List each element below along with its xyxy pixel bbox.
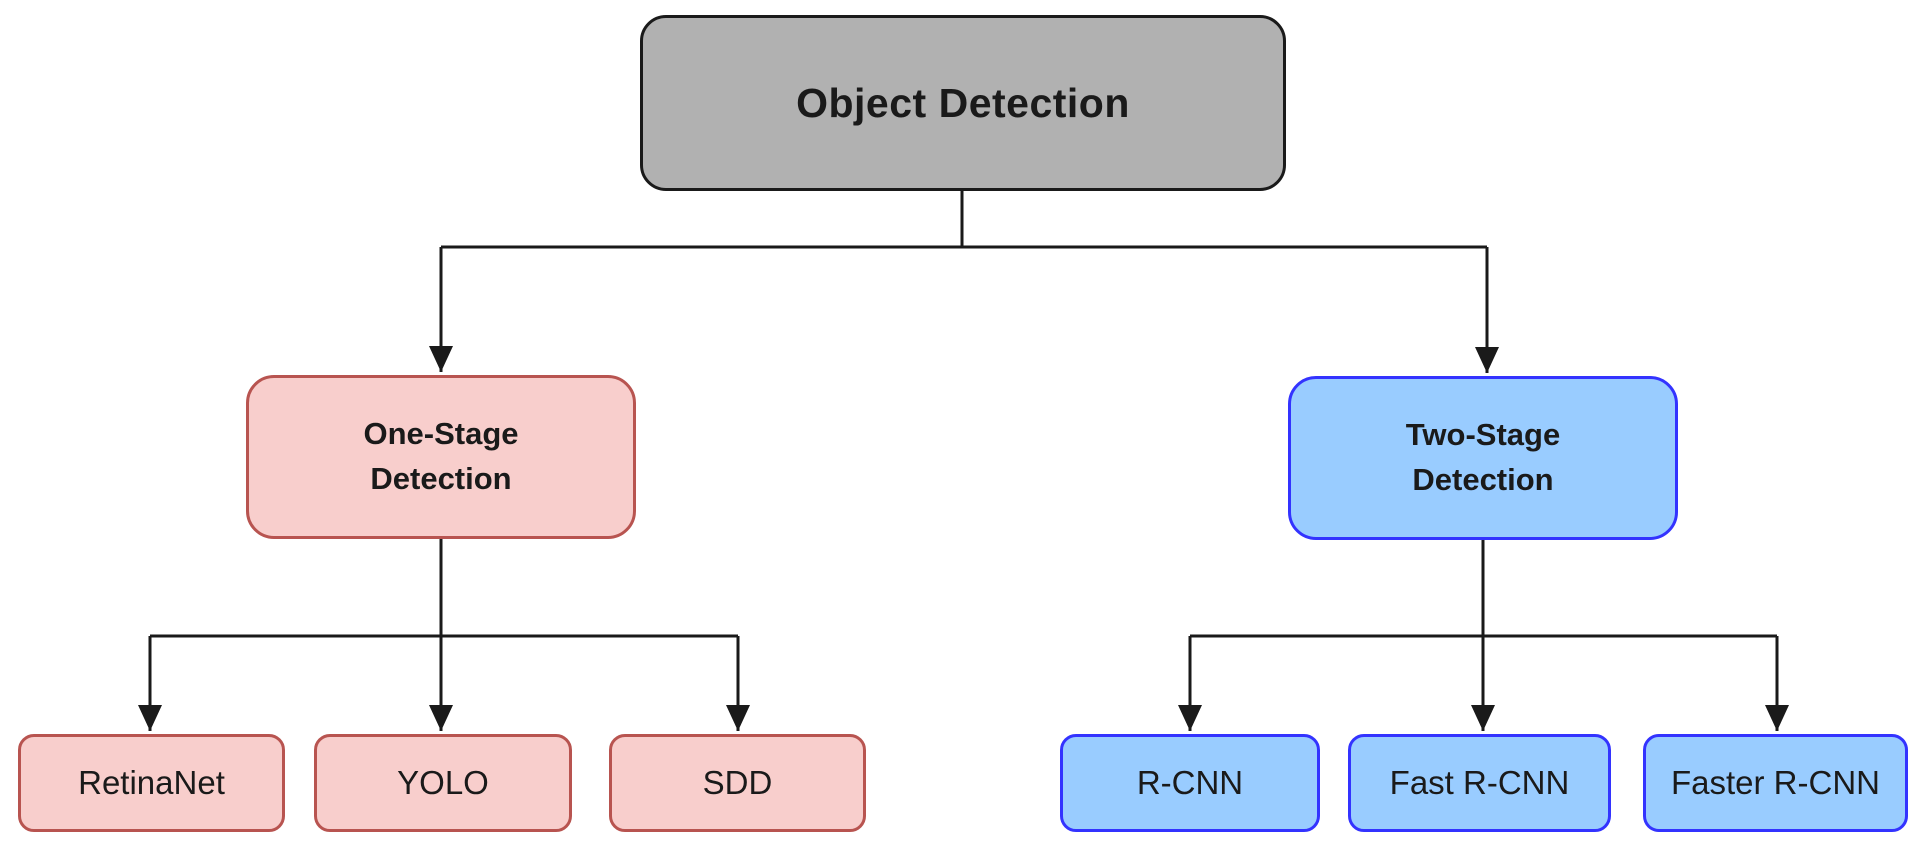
node-faster-r-cnn: Faster R-CNN <box>1643 734 1908 832</box>
node-r-cnn: R-CNN <box>1060 734 1320 832</box>
node-two-stage-detection: Two-Stage Detection <box>1288 376 1678 540</box>
node-fast-r-cnn: Fast R-CNN <box>1348 734 1611 832</box>
node-sdd: SDD <box>609 734 866 832</box>
node-object-detection: Object Detection <box>640 15 1286 191</box>
node-one-stage-detection: One-Stage Detection <box>246 375 636 539</box>
node-retinanet: RetinaNet <box>18 734 285 832</box>
node-yolo: YOLO <box>314 734 572 832</box>
